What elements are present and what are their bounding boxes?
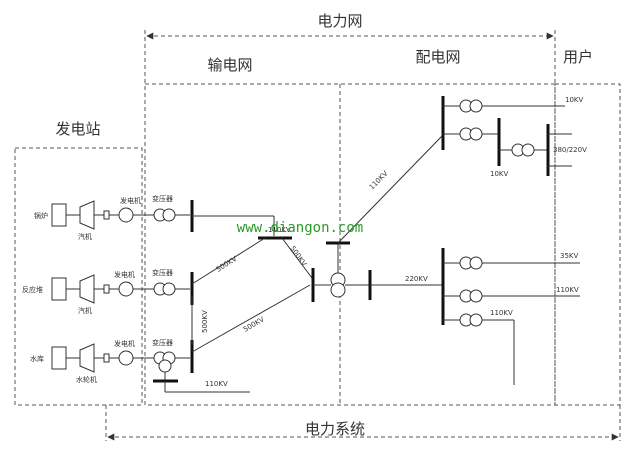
plant-row-boiler: 锅炉 汽机 发电机 变压器	[34, 194, 190, 241]
v380-label: 380/220V	[553, 146, 587, 154]
power-plant-region	[14, 147, 143, 406]
generator-label: 发电机	[114, 270, 135, 279]
v110-plant-label: 110KV	[205, 380, 228, 388]
turbine-label: 汽机	[78, 306, 92, 315]
v220-label: 220KV	[405, 275, 428, 283]
v35-label: 35KV	[560, 252, 578, 260]
line-500kv-d	[281, 237, 313, 279]
v110-diag-label: 110KV	[368, 170, 390, 192]
generator-icon	[118, 207, 134, 223]
power-network-span: 电力网	[144, 12, 556, 84]
reservoir-box	[51, 346, 67, 370]
line-500kv-a	[191, 237, 266, 285]
generator-label: 发电机	[120, 196, 141, 205]
v10-top-label: 10KV	[565, 96, 583, 104]
steam-turbine-icon	[79, 200, 95, 230]
watermark: www.diangon.com	[237, 220, 363, 236]
generator-label: 发电机	[114, 339, 135, 348]
power-plant-label: 发电站	[55, 120, 100, 138]
line-110kv-distribution	[337, 134, 444, 244]
v500-c-label: 500KV	[242, 315, 266, 333]
transformer-label: 变压器	[152, 338, 173, 347]
plant-row-reservoir: 水库 水轮机 发电机 变压器	[30, 338, 190, 384]
generator-icon	[118, 350, 134, 366]
users-region	[554, 83, 621, 406]
turbine-label: 水轮机	[76, 375, 97, 384]
turbine-label: 汽机	[78, 232, 92, 241]
v500-d-label: 500KV	[288, 245, 308, 268]
power-system-label: 电力系统	[305, 420, 365, 438]
transmission-network-label: 输电网	[207, 56, 252, 74]
v110-right-label: 110KV	[556, 286, 579, 294]
generator-icon	[118, 281, 134, 297]
boiler-box	[51, 203, 67, 227]
v10-mid-label: 10KV	[490, 170, 508, 178]
steam-turbine-icon	[79, 274, 95, 304]
reactor-label: 反应堆	[22, 285, 43, 294]
plant-row-reactor: 反应堆 汽机 发电机 变压器	[22, 268, 190, 315]
power-network-label: 电力网	[317, 12, 362, 30]
v110-bottom-label: 110KV	[490, 309, 513, 317]
reservoir-label: 水库	[30, 354, 44, 363]
power-system-span: 电力系统	[105, 405, 621, 441]
distribution-network-label: 配电网	[415, 48, 460, 66]
transformer-label: 变压器	[152, 268, 173, 277]
transformer-label: 变压器	[152, 194, 173, 203]
v500-b-label: 500KV	[201, 310, 209, 333]
v110-upper-label: 110KV	[268, 226, 291, 234]
reactor-box	[51, 277, 67, 301]
boiler-label: 锅炉	[34, 211, 48, 220]
hydro-turbine-icon	[79, 343, 95, 373]
users-label: 用户	[563, 48, 593, 66]
line-500kv-c	[191, 284, 311, 353]
v500-a-label: 500KV	[215, 255, 239, 274]
